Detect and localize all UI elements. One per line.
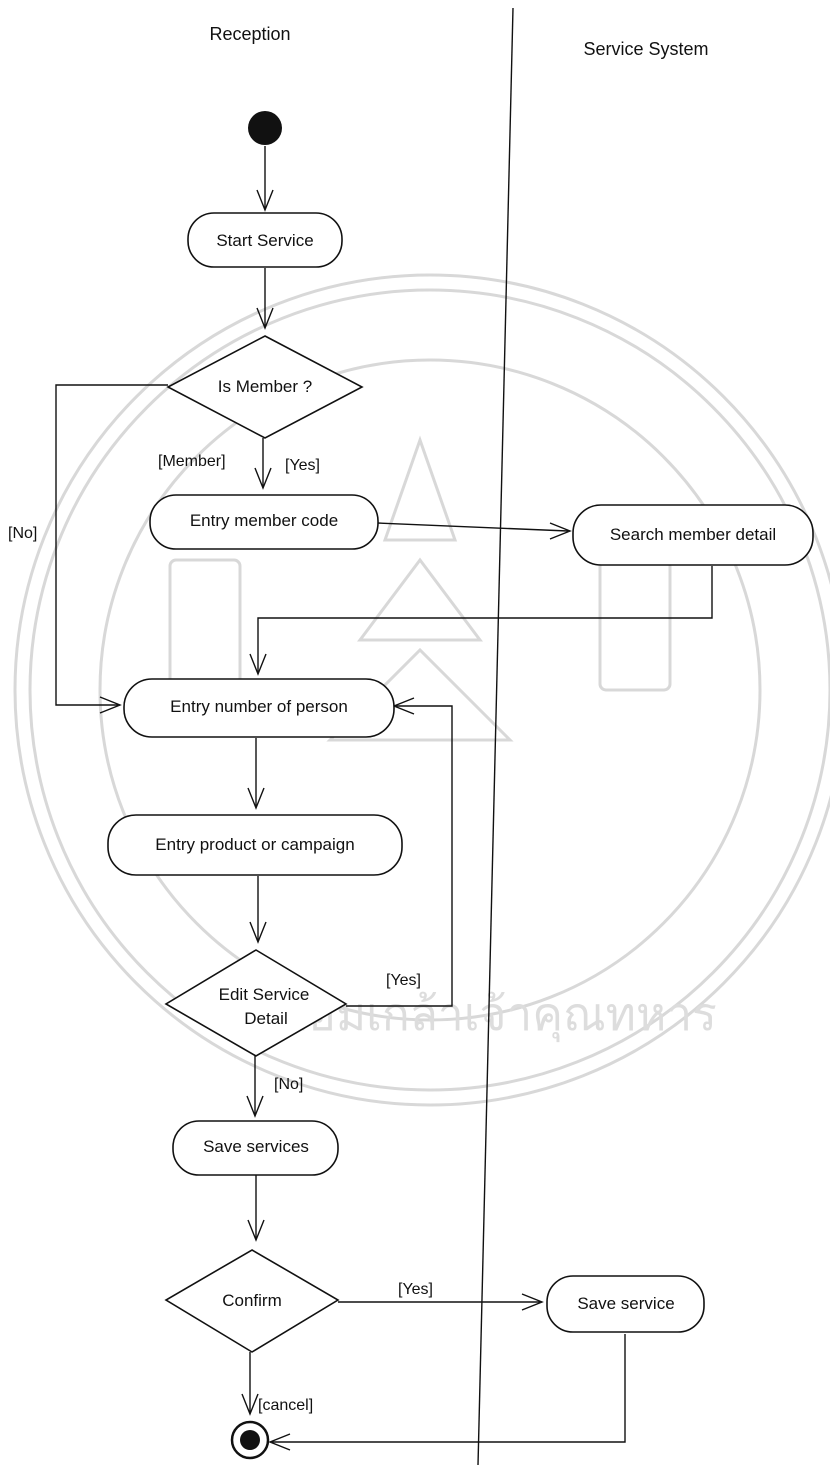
watermark-text: ลอมเกล้าเจ้าคุณทหาร: [280, 987, 717, 1043]
edge-entry-product-to-edit-detail: [249, 876, 267, 944]
edge-search-to-entry-number: [249, 566, 713, 676]
decision-is-member: Is Member ?: [166, 335, 364, 439]
node-save-service-label: Save service: [577, 1294, 674, 1313]
decision-confirm-label: Confirm: [222, 1291, 282, 1310]
edge-start-service-to-is-member: [256, 268, 274, 330]
node-save-service: Save service: [546, 1275, 705, 1333]
node-save-services: Save services: [172, 1120, 339, 1176]
guard-no-edit: [No]: [274, 1076, 303, 1093]
node-start-service-label: Start Service: [216, 231, 313, 250]
initial-node: [248, 111, 282, 145]
node-save-services-label: Save services: [203, 1137, 309, 1156]
swimlane-divider: [477, 7, 514, 1466]
edge-entry-number-to-entry-product: [247, 738, 265, 810]
node-start-service: Start Service: [187, 212, 343, 268]
edge-entry-member-code-to-search: [376, 522, 572, 540]
node-search-member-detail: Search member detail: [572, 504, 814, 566]
edge-confirm-cancel-to-end: [241, 1352, 259, 1416]
decision-is-member-label: Is Member ?: [218, 377, 312, 396]
edge-confirm-yes-to-save-service: [338, 1293, 544, 1311]
edge-edit-detail-no-to-save-services: [246, 1054, 264, 1118]
node-entry-member-code: Entry member code: [149, 494, 379, 550]
final-node: [230, 1420, 270, 1460]
guard-yes-confirm: [Yes]: [398, 1281, 433, 1298]
decision-confirm: Confirm: [164, 1249, 340, 1353]
guard-yes-edit: [Yes]: [386, 972, 421, 989]
edge-is-member-no-to-entry-number: [55, 384, 168, 714]
decision-edit-service-detail-label-2: Detail: [244, 1009, 287, 1028]
edge-start-to-start-service: [256, 146, 274, 212]
guard-yes-member: [Yes]: [285, 457, 320, 474]
lane-title-service-system: Service System: [583, 39, 708, 59]
node-entry-product-or-campaign-label: Entry product or campaign: [155, 835, 354, 854]
decision-edit-service-detail: Edit Service Detail: [164, 949, 348, 1057]
node-entry-member-code-label: Entry member code: [190, 511, 338, 530]
guard-member: [Member]: [158, 453, 226, 470]
node-search-member-detail-label: Search member detail: [610, 525, 776, 544]
edge-save-services-to-confirm: [247, 1174, 265, 1242]
edge-save-service-to-end: [268, 1334, 626, 1451]
node-entry-number-of-person: Entry number of person: [123, 678, 395, 738]
watermark-seal: ลอมเกล้าเจ้าคุณทหาร: [13, 273, 830, 1107]
node-entry-product-or-campaign: Entry product or campaign: [107, 814, 403, 876]
node-entry-number-of-person-label: Entry number of person: [170, 697, 348, 716]
decision-edit-service-detail-label-1: Edit Service: [219, 985, 310, 1004]
lane-title-reception: Reception: [209, 24, 290, 44]
guard-cancel: [cancel]: [258, 1397, 313, 1414]
guard-no-member: [No]: [8, 525, 37, 542]
edge-is-member-to-entry-member-code: [254, 438, 272, 490]
